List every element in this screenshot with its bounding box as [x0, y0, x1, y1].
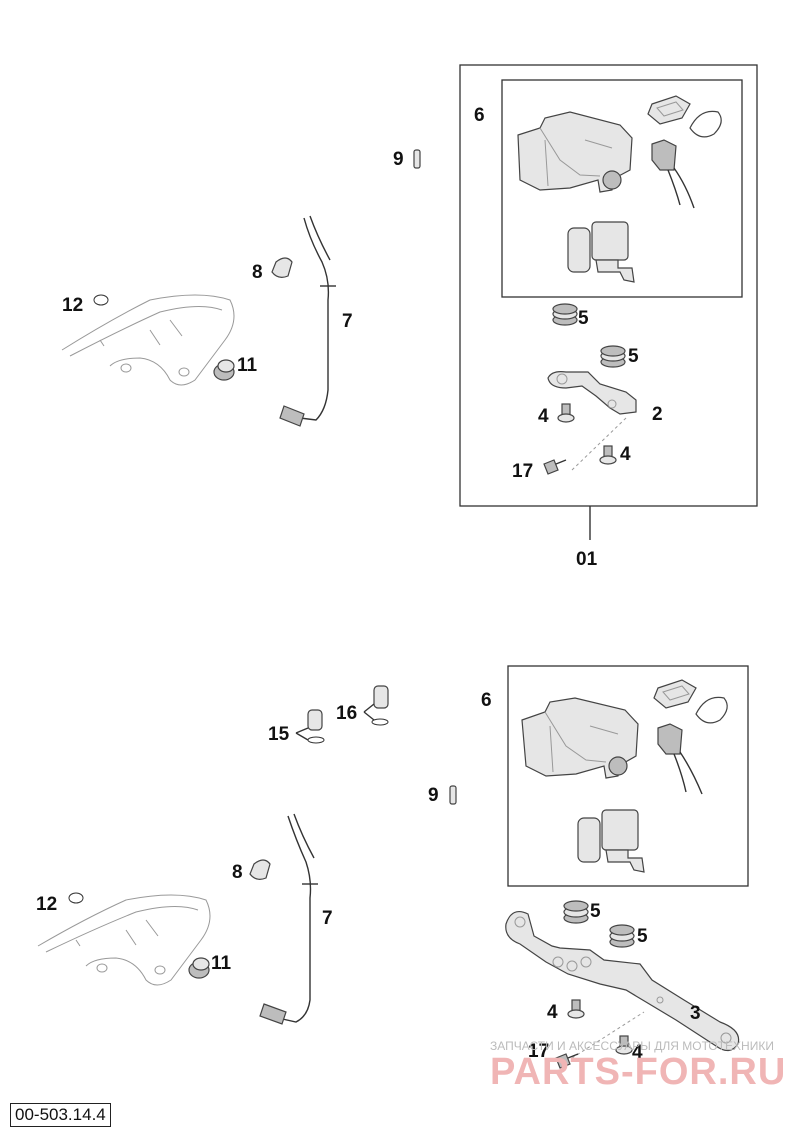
watermark: ЗАПЧАСТИ И АКСЕССУАРЫ ДЛЯ МОТОТЕХНИКИ PA…: [490, 1039, 786, 1093]
callout-ring-12: 12: [62, 295, 83, 316]
callout-hose-fitting-9-lower: 9: [428, 785, 439, 806]
switch-cover: [647, 95, 722, 138]
screw-upper-b: [599, 445, 617, 465]
callout-switch-set-6: 6: [474, 105, 485, 126]
watermark-brand: PARTS-FOR.RU: [490, 1051, 786, 1093]
plug-15: [307, 709, 325, 744]
switch-set-frame: [501, 79, 743, 298]
callout-plug-15: 15: [268, 724, 290, 745]
screw-lower-b: [615, 1035, 633, 1055]
switch-housing: [517, 111, 633, 193]
callout-screw-4a-lower: 4: [547, 1002, 558, 1023]
damper-upper-a: [552, 303, 578, 326]
callout-kit-01: 01: [576, 549, 598, 570]
grommet-lower: [188, 957, 210, 979]
callout-screw-4b-lower: 4: [632, 1042, 643, 1063]
switch-housing-lower: [521, 697, 639, 779]
screw-upper-a: [557, 403, 575, 423]
callout-damper-5a-lower: 5: [590, 901, 601, 922]
callout-bolt-17-lower: 17: [528, 1041, 549, 1062]
damper-upper-b: [600, 345, 626, 368]
screw-lower-a: [567, 999, 585, 1019]
switch-cover-lower: [653, 679, 728, 724]
callout-bolt-17: 17: [512, 461, 533, 482]
ring-upper: [93, 294, 109, 306]
frame-outline-lower: [37, 894, 211, 986]
callout-clip-8-lower: 8: [232, 862, 243, 883]
upper-assembly: 01 6 9 8 12 7 11 5 5 2 4 4 17: [61, 64, 758, 570]
callout-hose-fitting-9: 9: [393, 149, 404, 170]
grommet-upper: [213, 359, 235, 381]
ring-lower: [68, 892, 84, 904]
callout-grommet-11-lower: 11: [211, 953, 232, 974]
clip-upper: [271, 257, 293, 278]
plug-16: [371, 685, 389, 726]
cable-lower: [259, 813, 318, 1025]
callout-screw-4a: 4: [538, 406, 549, 427]
callout-ring-12-lower: 12: [36, 894, 57, 915]
cable-upper: [279, 215, 336, 427]
bracket-3: [505, 911, 740, 1052]
hose-fitting-lower: [449, 785, 457, 805]
switch-module: [567, 221, 635, 283]
watermark-tagline: ЗАПЧАСТИ И АКСЕССУАРЫ ДЛЯ МОТОТЕХНИКИ: [490, 1039, 774, 1053]
frame-outline-upper: [61, 294, 235, 386]
bracket-2: [547, 371, 637, 415]
callout-cable-7-lower: 7: [322, 908, 333, 929]
hose-fitting-upper: [413, 149, 421, 169]
connector: [651, 139, 695, 209]
callout-damper-5b-lower: 5: [637, 926, 648, 947]
callout-damper-5b: 5: [628, 346, 639, 367]
switch-set-frame-lower: [507, 665, 749, 887]
bolt-lower: [555, 1053, 579, 1069]
lower-assembly: 6 15 16 9 8 12 7 11 5 5 3 4 4 17: [36, 665, 749, 1069]
clip-lower: [249, 859, 271, 880]
bolt-upper: [543, 459, 567, 475]
kit-frame: [459, 64, 758, 507]
callout-switch-set-6-lower: 6: [481, 690, 492, 711]
callout-clip-8: 8: [252, 262, 263, 283]
callout-damper-5a: 5: [578, 308, 589, 329]
damper-lower-a: [563, 900, 589, 924]
switch-module-lower: [577, 809, 645, 873]
callout-bracket-3: 3: [690, 1003, 701, 1024]
callout-plug-16: 16: [336, 703, 357, 724]
callout-bracket-2: 2: [652, 404, 663, 425]
callout-cable-7: 7: [342, 311, 353, 332]
drawing-id-label: 00-503.14.4: [10, 1103, 111, 1127]
callout-screw-4b: 4: [620, 444, 631, 465]
connector-lower: [657, 723, 703, 795]
damper-lower-b: [609, 924, 635, 948]
callout-grommet-11: 11: [237, 355, 258, 376]
